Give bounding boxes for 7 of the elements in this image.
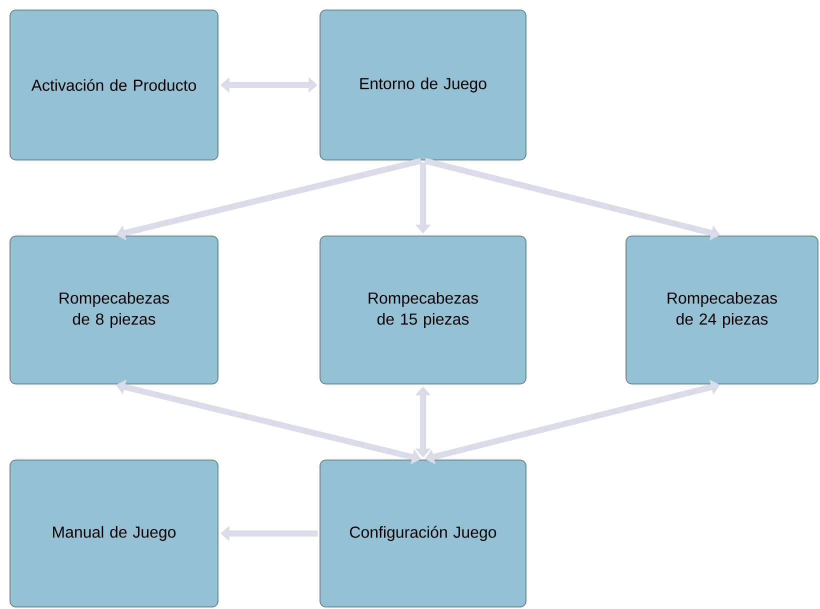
process-box: Rompecabezas de 8 piezas — [10, 236, 218, 384]
process-box: Configuración Juego — [320, 460, 526, 608]
process-box: Manual de Juego — [10, 460, 218, 608]
process-box: Entorno de Juego — [320, 10, 526, 160]
process-box: Rompecabezas de 24 piezas — [626, 236, 818, 384]
process-box: Activación de Producto — [10, 10, 218, 160]
process-box: Rompecabezas de 15 piezas — [320, 236, 526, 384]
